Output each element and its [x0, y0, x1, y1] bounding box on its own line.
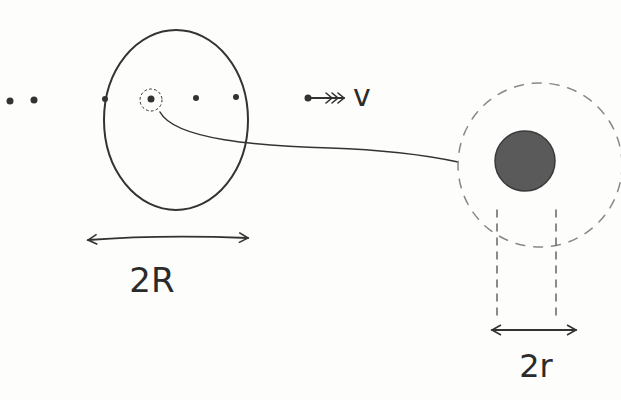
dimension-arrow — [492, 329, 576, 331]
dimension-arrow — [88, 237, 248, 240]
velocity-label: v — [353, 81, 371, 111]
dimension-label: 2R — [129, 263, 174, 297]
extension-line — [496, 210, 498, 318]
leader-line — [160, 112, 458, 162]
small-particle — [495, 131, 555, 191]
large-sphere — [104, 30, 248, 210]
dimension-label: 2r — [519, 350, 553, 382]
particle-row — [7, 94, 312, 105]
zoom-circle — [458, 83, 621, 247]
velocity-arrowheads — [326, 93, 344, 103]
zoom-marker — [140, 89, 162, 111]
extension-line — [555, 210, 557, 318]
